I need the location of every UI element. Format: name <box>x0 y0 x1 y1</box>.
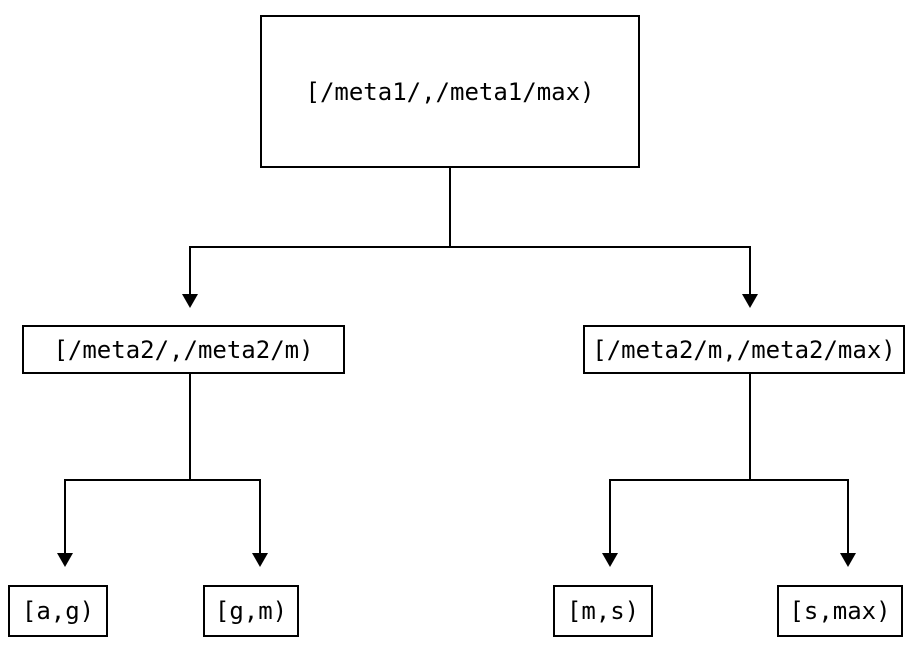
tree-node-root-label: [/meta1/,/meta1/max) <box>305 77 595 106</box>
tree-node-left-label: [/meta2/,/meta2/m) <box>53 335 314 364</box>
edge-root-to-left-drop <box>189 246 191 294</box>
arrow-down-icon <box>602 553 618 567</box>
edge-left-to-leaf-ag-drop <box>64 479 66 553</box>
edge-left-crossbar <box>64 479 261 481</box>
arrow-down-icon <box>840 553 856 567</box>
edge-root-crossbar <box>189 246 751 248</box>
edge-right-to-leaf-ms-drop <box>609 479 611 553</box>
tree-node-right: [/meta2/m,/meta2/max) <box>583 325 905 374</box>
edge-right-stem <box>749 374 751 481</box>
tree-node-leaf-ag: [a,g) <box>8 585 108 637</box>
arrow-down-icon <box>182 294 198 308</box>
tree-node-leaf-smax-label: [s,max) <box>789 597 891 625</box>
edge-left-to-leaf-gm-drop <box>259 479 261 553</box>
arrow-down-icon <box>252 553 268 567</box>
edge-right-crossbar <box>609 479 849 481</box>
arrow-down-icon <box>742 294 758 308</box>
tree-node-right-label: [/meta2/m,/meta2/max) <box>592 335 896 364</box>
edge-left-stem <box>189 374 191 481</box>
tree-node-root: [/meta1/,/meta1/max) <box>260 15 640 168</box>
tree-node-leaf-ag-label: [a,g) <box>21 597 95 625</box>
tree-node-left: [/meta2/,/meta2/m) <box>22 325 345 374</box>
tree-node-leaf-gm: [g,m) <box>203 585 299 637</box>
tree-node-leaf-ms-label: [m,s) <box>566 597 640 625</box>
tree-node-leaf-ms: [m,s) <box>553 585 653 637</box>
tree-node-leaf-smax: [s,max) <box>777 585 903 637</box>
arrow-down-icon <box>57 553 73 567</box>
edge-right-to-leaf-smax-drop <box>847 479 849 553</box>
tree-node-leaf-gm-label: [g,m) <box>214 597 288 625</box>
edge-root-stem <box>449 168 451 248</box>
edge-root-to-right-drop <box>749 246 751 294</box>
